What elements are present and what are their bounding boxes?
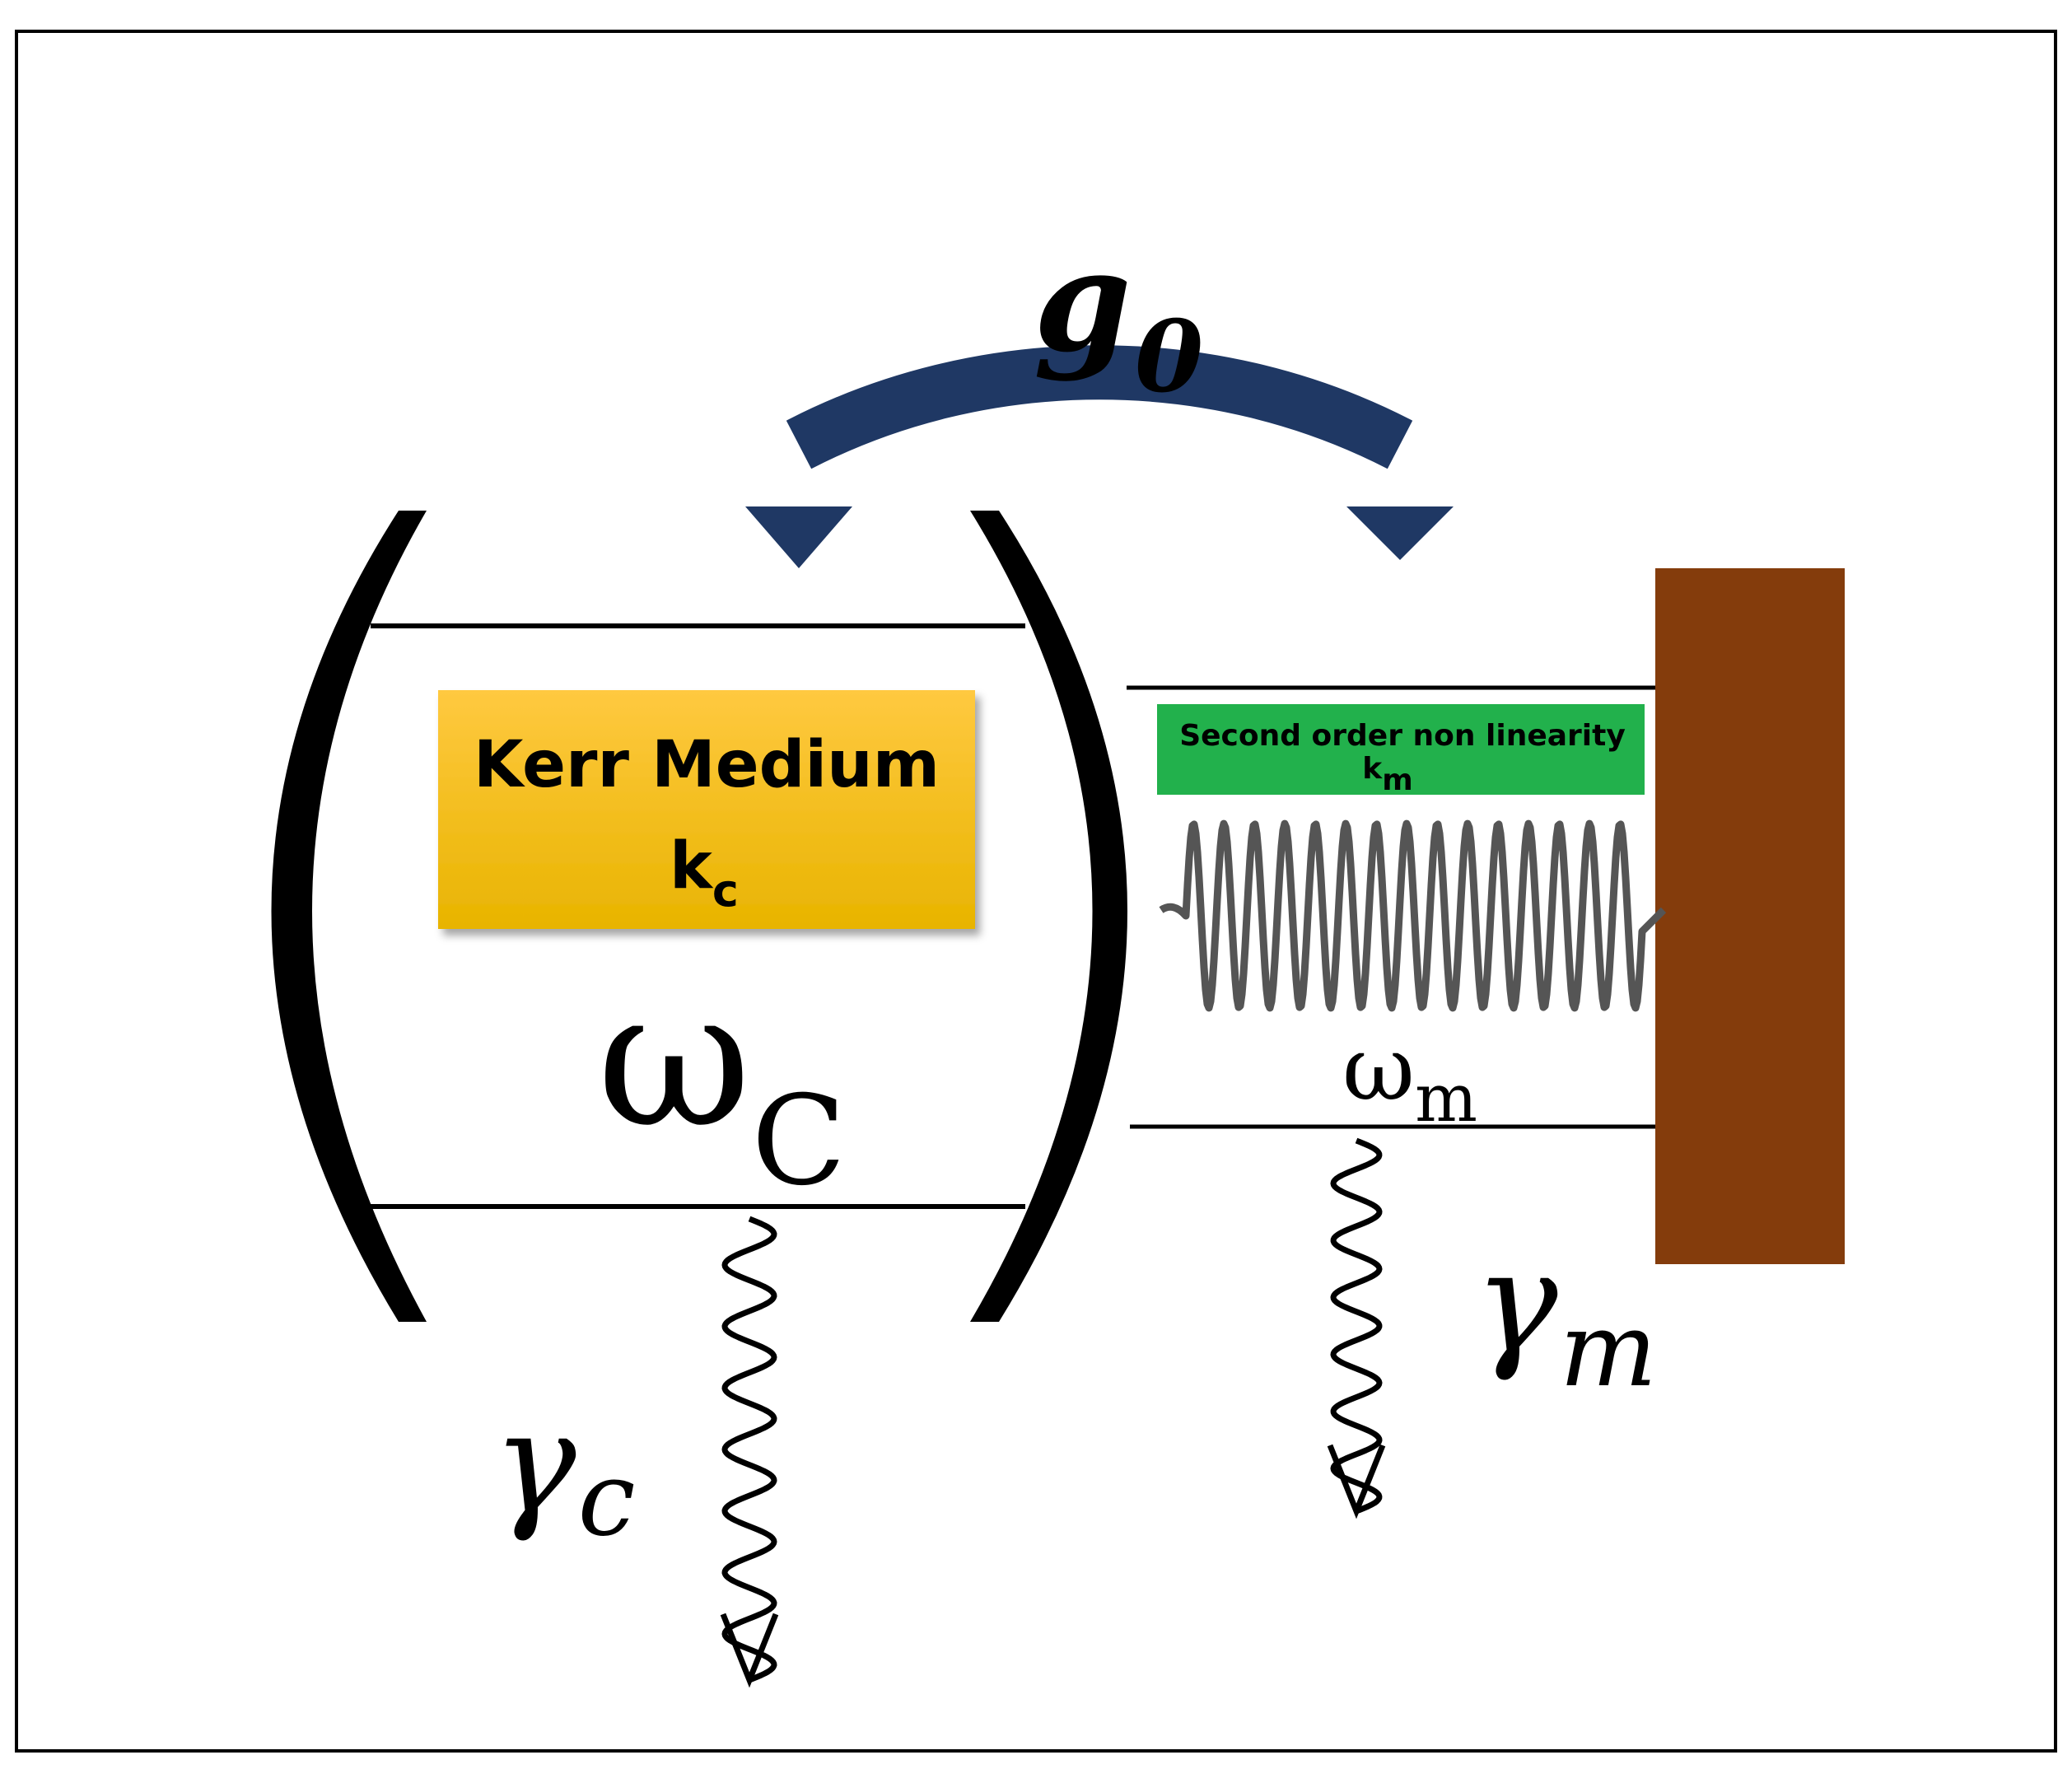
mech-decay-arrow [1330, 1137, 1383, 1515]
svg-text:γm: γm [1474, 1221, 1657, 1410]
spring [1159, 819, 1667, 1012]
svg-text:g0: g0 [1034, 219, 1203, 415]
mech-frequency-subscript: m [1415, 1060, 1477, 1137]
cavity-decay-label: γ [492, 1382, 576, 1545]
nonlinearity-title: Second order non linearity [1179, 719, 1626, 753]
kerr-medium-box [438, 690, 975, 929]
kerr-symbol: k [670, 829, 714, 903]
mech-frequency-label: ω [1342, 1018, 1415, 1121]
cavity-frequency-subscript: C [752, 1070, 847, 1213]
cavity-decay-arrowhead [720, 1613, 779, 1688]
nonlinearity-subscript: m [1382, 763, 1413, 797]
kerr-medium-title: Kerr Medium [474, 728, 940, 802]
left-arrowhead [745, 506, 852, 568]
right-mirror [970, 511, 1127, 1322]
coupling-arrow [786, 345, 1413, 469]
mech-decay-arrowhead [1327, 1444, 1386, 1519]
cavity-decay-arrow [721, 1216, 777, 1683]
cavity-decay-subscript: c [578, 1440, 636, 1559]
nonlinearity-symbol: k [1362, 752, 1383, 786]
mech-decay-label: γ [1474, 1221, 1558, 1384]
outer-frame [15, 30, 2057, 1753]
svg-text:kc: kc [670, 829, 739, 917]
fixed-wall [1655, 568, 1845, 1264]
coupling-subscript: 0 [1135, 299, 1204, 415]
left-mirror [271, 511, 427, 1322]
coupling-label: g [1034, 219, 1132, 384]
kerr-subscript: c [712, 865, 739, 917]
nonlinearity-box [1157, 704, 1645, 795]
right-arrowhead [1346, 506, 1454, 560]
svg-text:γc: γc [492, 1382, 636, 1559]
svg-text:ωC: ωC [597, 950, 846, 1213]
cavity-frequency-label: ω [597, 950, 752, 1169]
svg-text:km: km [1362, 752, 1412, 797]
svg-text:ωm: ωm [1342, 1018, 1477, 1137]
mech-decay-subscript: m [1560, 1291, 1658, 1410]
